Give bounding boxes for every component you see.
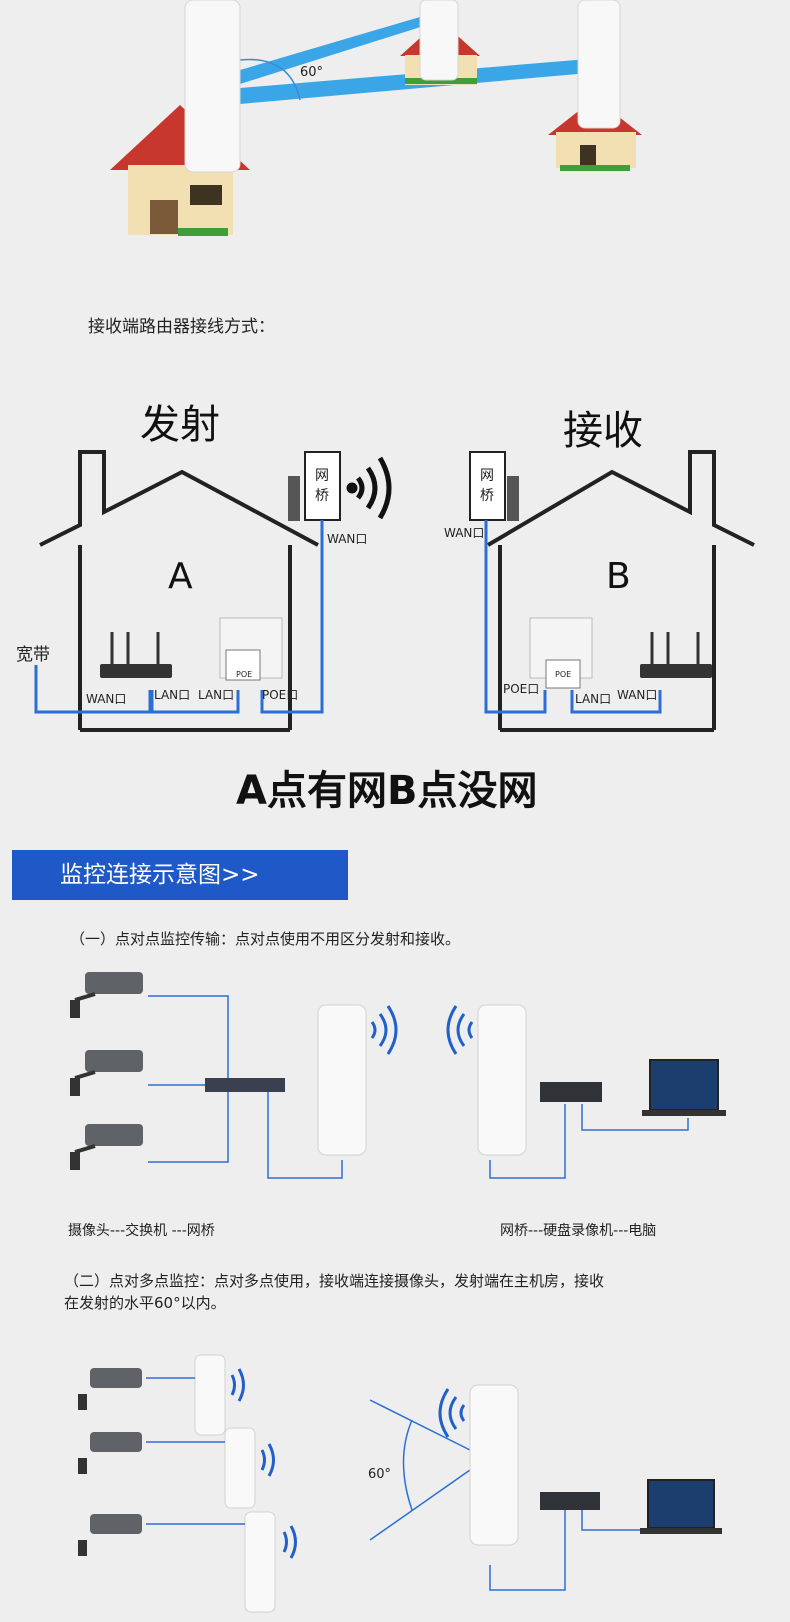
wifi-icon [438,1388,466,1438]
bridge-a-box [304,451,341,521]
bridge-antenna [288,476,300,521]
wire [34,520,324,714]
bridge-a-label-1: 网 [315,468,329,484]
top-illustration [110,0,642,236]
lan-label: LAN口 [198,688,235,702]
diagram-b-heading: 接收 [563,408,643,454]
bridge-device-icon [577,0,621,129]
wan-label: WAN口 [617,688,658,702]
house-a-letter: A [168,556,193,597]
ptmp-description-line1: （二）点对多点监控：点对多点使用，接收端连接摄像头，发射端在主机房，接收 [64,1272,605,1290]
bridge-device-icon [477,1004,527,1156]
camera-icon [70,972,143,1018]
camera-icon [78,1368,142,1410]
wire [484,520,662,714]
bridge-b-label-1: 网 [480,468,494,484]
lan-label: LAN口 [154,688,191,702]
lan-label: LAN口 [575,692,612,706]
bridge-a-label-2: 桥 [315,488,329,504]
bridge-device-icon [184,0,241,173]
laptop-icon [640,1479,722,1534]
receiver-title: 接收端路由器接线方式： [88,317,275,337]
wan-label: WAN口 [86,692,127,706]
house-b-outline [486,450,755,732]
angle-arc [239,58,301,101]
camera-icon [70,1124,143,1170]
bridge-device-icon [317,1004,367,1156]
wifi-icon [230,1368,297,1559]
angle-lines [369,1399,471,1541]
wan-label: WAN口 [327,532,368,546]
bridge-device-icon [194,1354,226,1436]
diagram-a-heading: 发射 [140,402,220,448]
wifi-icon [370,1005,398,1055]
switch-icon [205,1078,285,1092]
router-icon [640,632,712,678]
angle-label: 60° [300,65,324,80]
ptmp-angle-label: 60° [368,1467,392,1482]
bridge-b-label-2: 桥 [480,488,494,504]
house-a-outline [39,450,319,732]
wire [146,1377,640,1591]
bridge-device-icon [244,1511,276,1613]
poe-box-label: POE [555,670,572,679]
bridge-antenna [507,476,519,521]
dvr-icon [540,1082,602,1102]
bridge-device-icon [224,1427,256,1509]
bridge-b-box [469,451,506,521]
poe-port-label: POE口 [262,688,299,702]
camera-icon [78,1514,142,1556]
bridge-device-icon [469,1384,519,1546]
summary-text: A点有网B点没网 [236,768,538,814]
bridge-device-icon [419,0,459,81]
wifi-icon [346,456,392,520]
camera-icon [70,1050,143,1096]
camera-icon [78,1432,142,1474]
socket-icon [529,617,593,689]
dvr-icon [540,1492,600,1510]
ptp-right-caption: 网桥---硬盘录像机---电脑 [500,1223,657,1239]
ptmp-description-line2: 在发射的水平60°以内。 [64,1294,226,1312]
socket-icon [219,617,283,681]
signal-beam [240,14,430,84]
house-b-letter: B [606,556,631,597]
wiring-diagram [34,450,755,732]
wire [148,995,689,1179]
wifi-icon [446,1005,474,1055]
ptp-description: （一）点对点监控传输：点对点使用不用区分发射和接收。 [70,930,461,948]
ptp-left-caption: 摄像头---交换机 ---网桥 [68,1223,215,1239]
wan-label: WAN口 [444,526,485,540]
section-header: 监控连接示意图>> [12,850,348,900]
poe-box-label: POE [236,670,253,679]
router-icon [100,632,172,678]
poe-port-label: POE口 [503,682,540,696]
broadband-label: 宽带 [16,645,50,665]
laptop-icon [642,1059,726,1116]
